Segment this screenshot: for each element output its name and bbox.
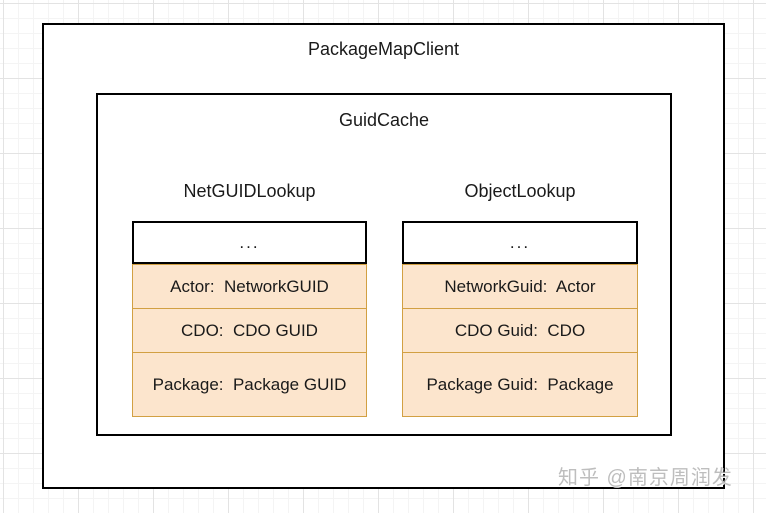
objectlookup-row-cdoguid: CDO Guid: CDO — [402, 308, 638, 353]
objectlookup-header-cell: ... — [402, 221, 638, 264]
objectlookup-label: ObjectLookup — [464, 181, 576, 201]
objectlookup-row-networkguid: NetworkGuid: Actor — [402, 264, 638, 309]
objectlookup-table: ObjectLookup ... NetworkGuid: Actor CDO … — [402, 177, 638, 417]
netguidlookup-row-actor: Actor: NetworkGUID — [132, 264, 367, 309]
netguidlookup-label: NetGUIDLookup — [183, 181, 316, 201]
packagemapclient-title: PackageMapClient — [307, 39, 460, 59]
netguidlookup-row-cdo: CDO: CDO GUID — [132, 308, 367, 353]
guidcache-title: GuidCache — [338, 110, 430, 130]
objectlookup-row-packageguid: Package Guid: Package — [402, 352, 638, 417]
zhihu-watermark: 知乎 @南京周润发 — [558, 467, 733, 489]
netguidlookup-header-cell: ... — [132, 221, 367, 264]
netguidlookup-row-package: Package: Package GUID — [132, 352, 367, 417]
netguidlookup-table: NetGUIDLookup ... Actor: NetworkGUID CDO… — [132, 177, 367, 417]
